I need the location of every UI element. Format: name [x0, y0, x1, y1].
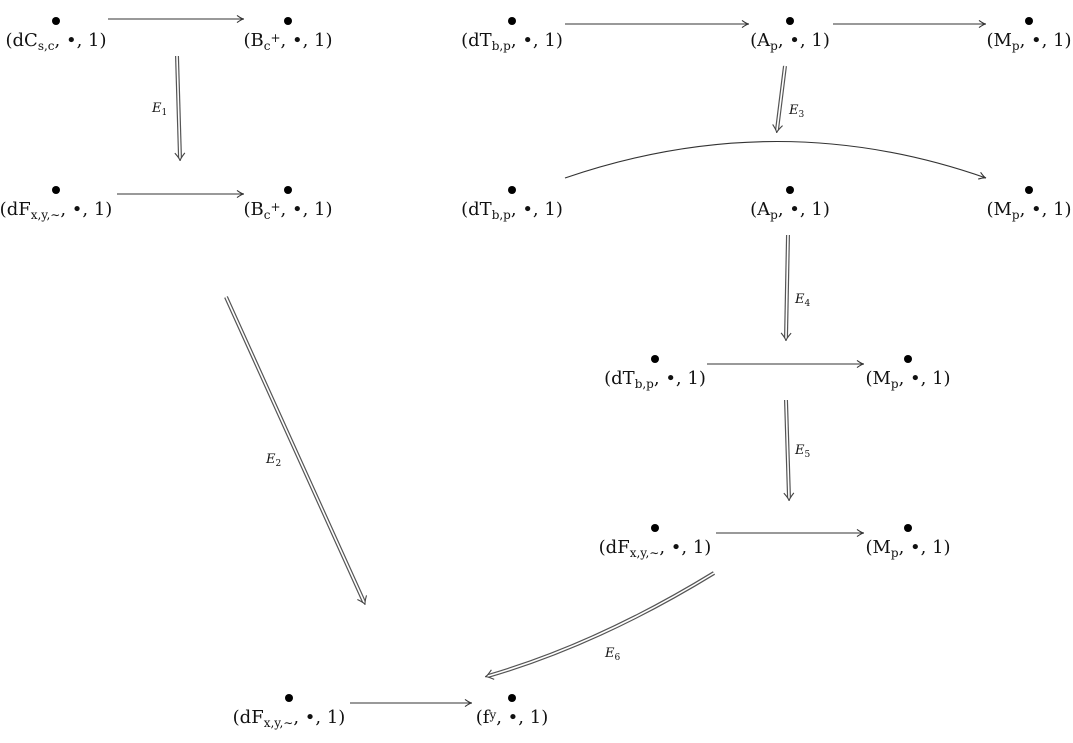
nodes-layer: (dCs,c, •, 1) (Bc+, •, 1) (dFx,y,∼, •, 1) (… [0, 17, 1072, 730]
node-dot [52, 186, 60, 194]
node-dot [651, 524, 659, 532]
node-n10: (Mp, •, 1) [986, 186, 1072, 222]
node-n8: (dTb,p, •, 1) [461, 186, 563, 222]
two-cell-shaft-outer [487, 571, 716, 678]
two-cell-shaft-inner [487, 572, 715, 677]
node-label: (Mp, •, 1) [986, 30, 1071, 53]
arrow-head [978, 171, 987, 180]
arrow-n1-to-n2 [108, 14, 245, 24]
node-label: (Mp, •, 1) [865, 537, 950, 560]
node-label: (dTb,p, •, 1) [604, 368, 706, 391]
node-n3: (dFx,y,∼, •, 1) [0, 186, 112, 222]
node-n5: (dTb,p, •, 1) [461, 17, 563, 53]
arrow-head [741, 19, 750, 29]
two-cell-e5 [783, 399, 795, 502]
two-cell-label: E3 [788, 103, 805, 120]
two-cell-shaft-inner [225, 296, 365, 603]
node-label: (Bc+, •, 1) [243, 30, 332, 53]
node-label: (dFx,y,∼, •, 1) [0, 199, 112, 222]
node-label: (dFx,y,∼, •, 1) [599, 537, 712, 560]
node-n15: (dFx,y,∼, •, 1) [233, 694, 346, 730]
node-dot [285, 694, 293, 702]
two-cell-e2 [224, 296, 368, 606]
node-n6: (Ap, •, 1) [750, 17, 830, 53]
node-label: (Mp, •, 1) [865, 368, 950, 391]
arrow-n3-to-n4 [117, 189, 245, 199]
two-cell-label: E5 [794, 443, 811, 460]
arrow-head [464, 698, 473, 708]
arrow-n11-to-n12 [707, 359, 865, 369]
two-cell-e4 [780, 234, 792, 342]
arrow-shaft [564, 141, 987, 179]
two-cell-shaft-inner [785, 234, 789, 339]
two-cell-label: E1 [151, 101, 167, 118]
node-dot [786, 186, 794, 194]
node-n14: (Mp, •, 1) [865, 524, 951, 560]
node-label: (dTb,p, •, 1) [461, 30, 563, 53]
arrow-head [856, 528, 865, 538]
node-dot [904, 524, 912, 532]
node-n13: (dFx,y,∼, •, 1) [599, 524, 712, 560]
node-dot [651, 355, 659, 363]
node-n12: (Mp, •, 1) [865, 355, 951, 391]
node-dot [508, 17, 516, 25]
edges-layer [108, 14, 987, 708]
arrow-n5-to-n6 [565, 19, 750, 29]
node-dot [508, 694, 516, 702]
two-cell-label: E6 [604, 646, 621, 663]
arrow-n6-to-n7 [833, 19, 987, 29]
node-dot [1025, 186, 1033, 194]
node-label: (dFx,y,∼, •, 1) [233, 707, 346, 730]
node-dot [1025, 17, 1033, 25]
node-n7: (Mp, •, 1) [986, 17, 1072, 53]
node-label: (dTb,p, •, 1) [461, 199, 563, 222]
node-dot [508, 186, 516, 194]
node-n9: (Ap, •, 1) [750, 186, 830, 222]
node-n11: (dTb,p, •, 1) [604, 355, 706, 391]
node-n2: (Bc+, •, 1) [243, 17, 333, 53]
arrow-n13-to-n14 [716, 528, 865, 538]
arrow-n15-to-n16 [350, 698, 473, 708]
node-dot [284, 17, 292, 25]
arrow-head [978, 19, 987, 29]
node-n4: (Bc+, •, 1) [243, 186, 333, 222]
two-cell-label: E2 [265, 452, 281, 469]
node-label: (Mp, •, 1) [986, 199, 1071, 222]
arrow-n8-to-n10 [564, 141, 987, 180]
node-label: (Bc+, •, 1) [243, 199, 332, 222]
two-cell-head [357, 595, 368, 606]
two-cell-head [780, 332, 792, 342]
two-cell-shaft-inner [776, 65, 786, 131]
two-cell-shaft-inner [176, 55, 181, 159]
node-dot [284, 186, 292, 194]
two-cell-e1 [174, 55, 186, 162]
node-dot [52, 17, 60, 25]
node-dot [786, 17, 794, 25]
two-cell-shaft-inner [785, 399, 790, 499]
node-label: (Ap, •, 1) [750, 199, 830, 222]
two-cell-e3 [772, 65, 787, 134]
two-cell-e6 [484, 571, 716, 680]
node-label: (fy, •, 1) [476, 707, 548, 728]
node-dot [904, 355, 912, 363]
arrow-head [236, 14, 245, 24]
two-cell-label: E4 [794, 292, 811, 309]
node-label: (dCs,c, •, 1) [5, 30, 106, 53]
node-n16: (fy, •, 1) [476, 694, 548, 728]
node-label: (Ap, •, 1) [750, 30, 830, 53]
arrow-head [236, 189, 245, 199]
arrow-head [856, 359, 865, 369]
node-n1: (dCs,c, •, 1) [5, 17, 107, 53]
